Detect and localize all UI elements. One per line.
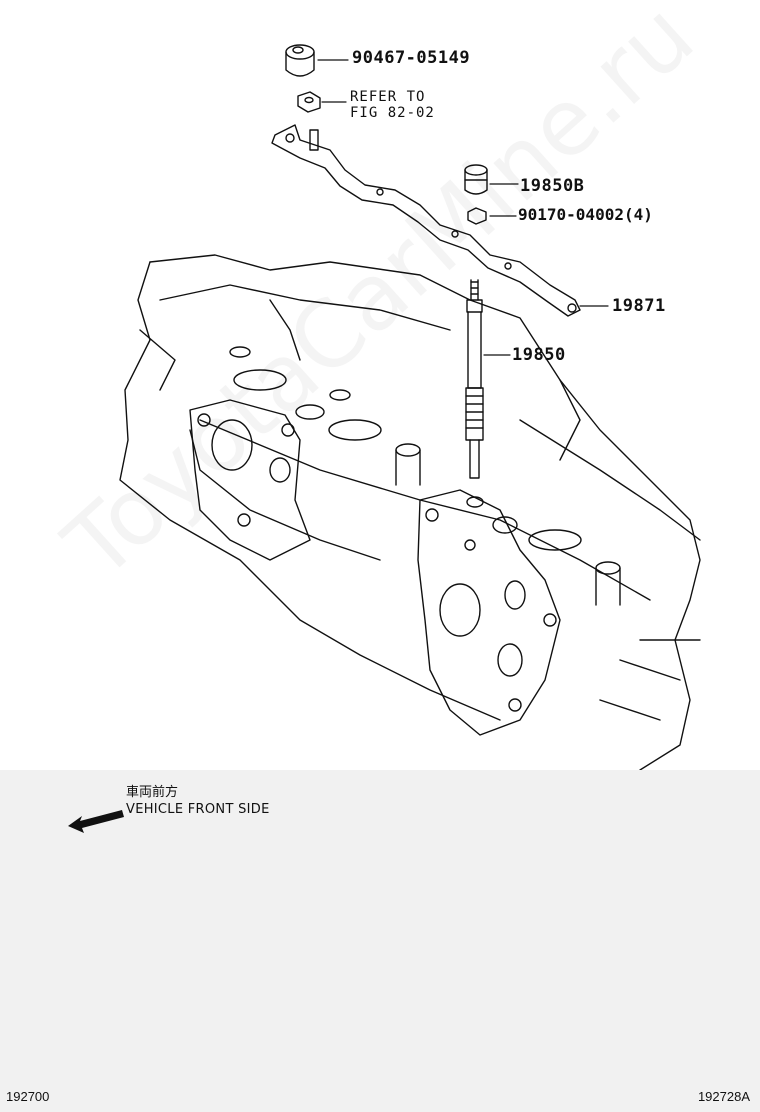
leader-lines	[317, 59, 609, 356]
callout-19850[interactable]: 19850	[512, 345, 566, 365]
nut-cap-part	[285, 44, 315, 77]
flange-left	[189, 399, 311, 561]
callout-19850b[interactable]: 19850B	[520, 176, 585, 196]
callout-19871[interactable]: 19871	[612, 296, 666, 316]
diagram-panel: ToyotaCarMine.ru 90467-05149 REFER TO FI…	[0, 0, 760, 770]
front-label-jp: 車両前方	[126, 785, 179, 800]
front-arrow-icon	[68, 810, 124, 833]
footer-left-code: 192700	[6, 1089, 50, 1104]
callout-90467[interactable]: 90467-05149	[352, 48, 471, 68]
glow-plug-part	[465, 279, 484, 479]
callout-refer-line2[interactable]: FIG 82-02	[350, 105, 435, 121]
plug-bosses	[229, 346, 621, 606]
callout-90170[interactable]: 90170-04002(4)	[518, 205, 653, 224]
engine-head-illustration	[119, 44, 701, 770]
connector-cap-part	[464, 164, 488, 195]
front-label-en: VEHICLE FRONT SIDE	[126, 802, 270, 817]
cylinder-head	[119, 254, 701, 770]
callout-refer-line1: REFER TO	[350, 89, 426, 105]
footer-right-code: 192728A	[697, 1089, 750, 1104]
flange-right	[417, 489, 561, 736]
small-nut-part	[297, 91, 321, 113]
nut-part	[467, 207, 487, 225]
bus-bar	[271, 124, 581, 317]
